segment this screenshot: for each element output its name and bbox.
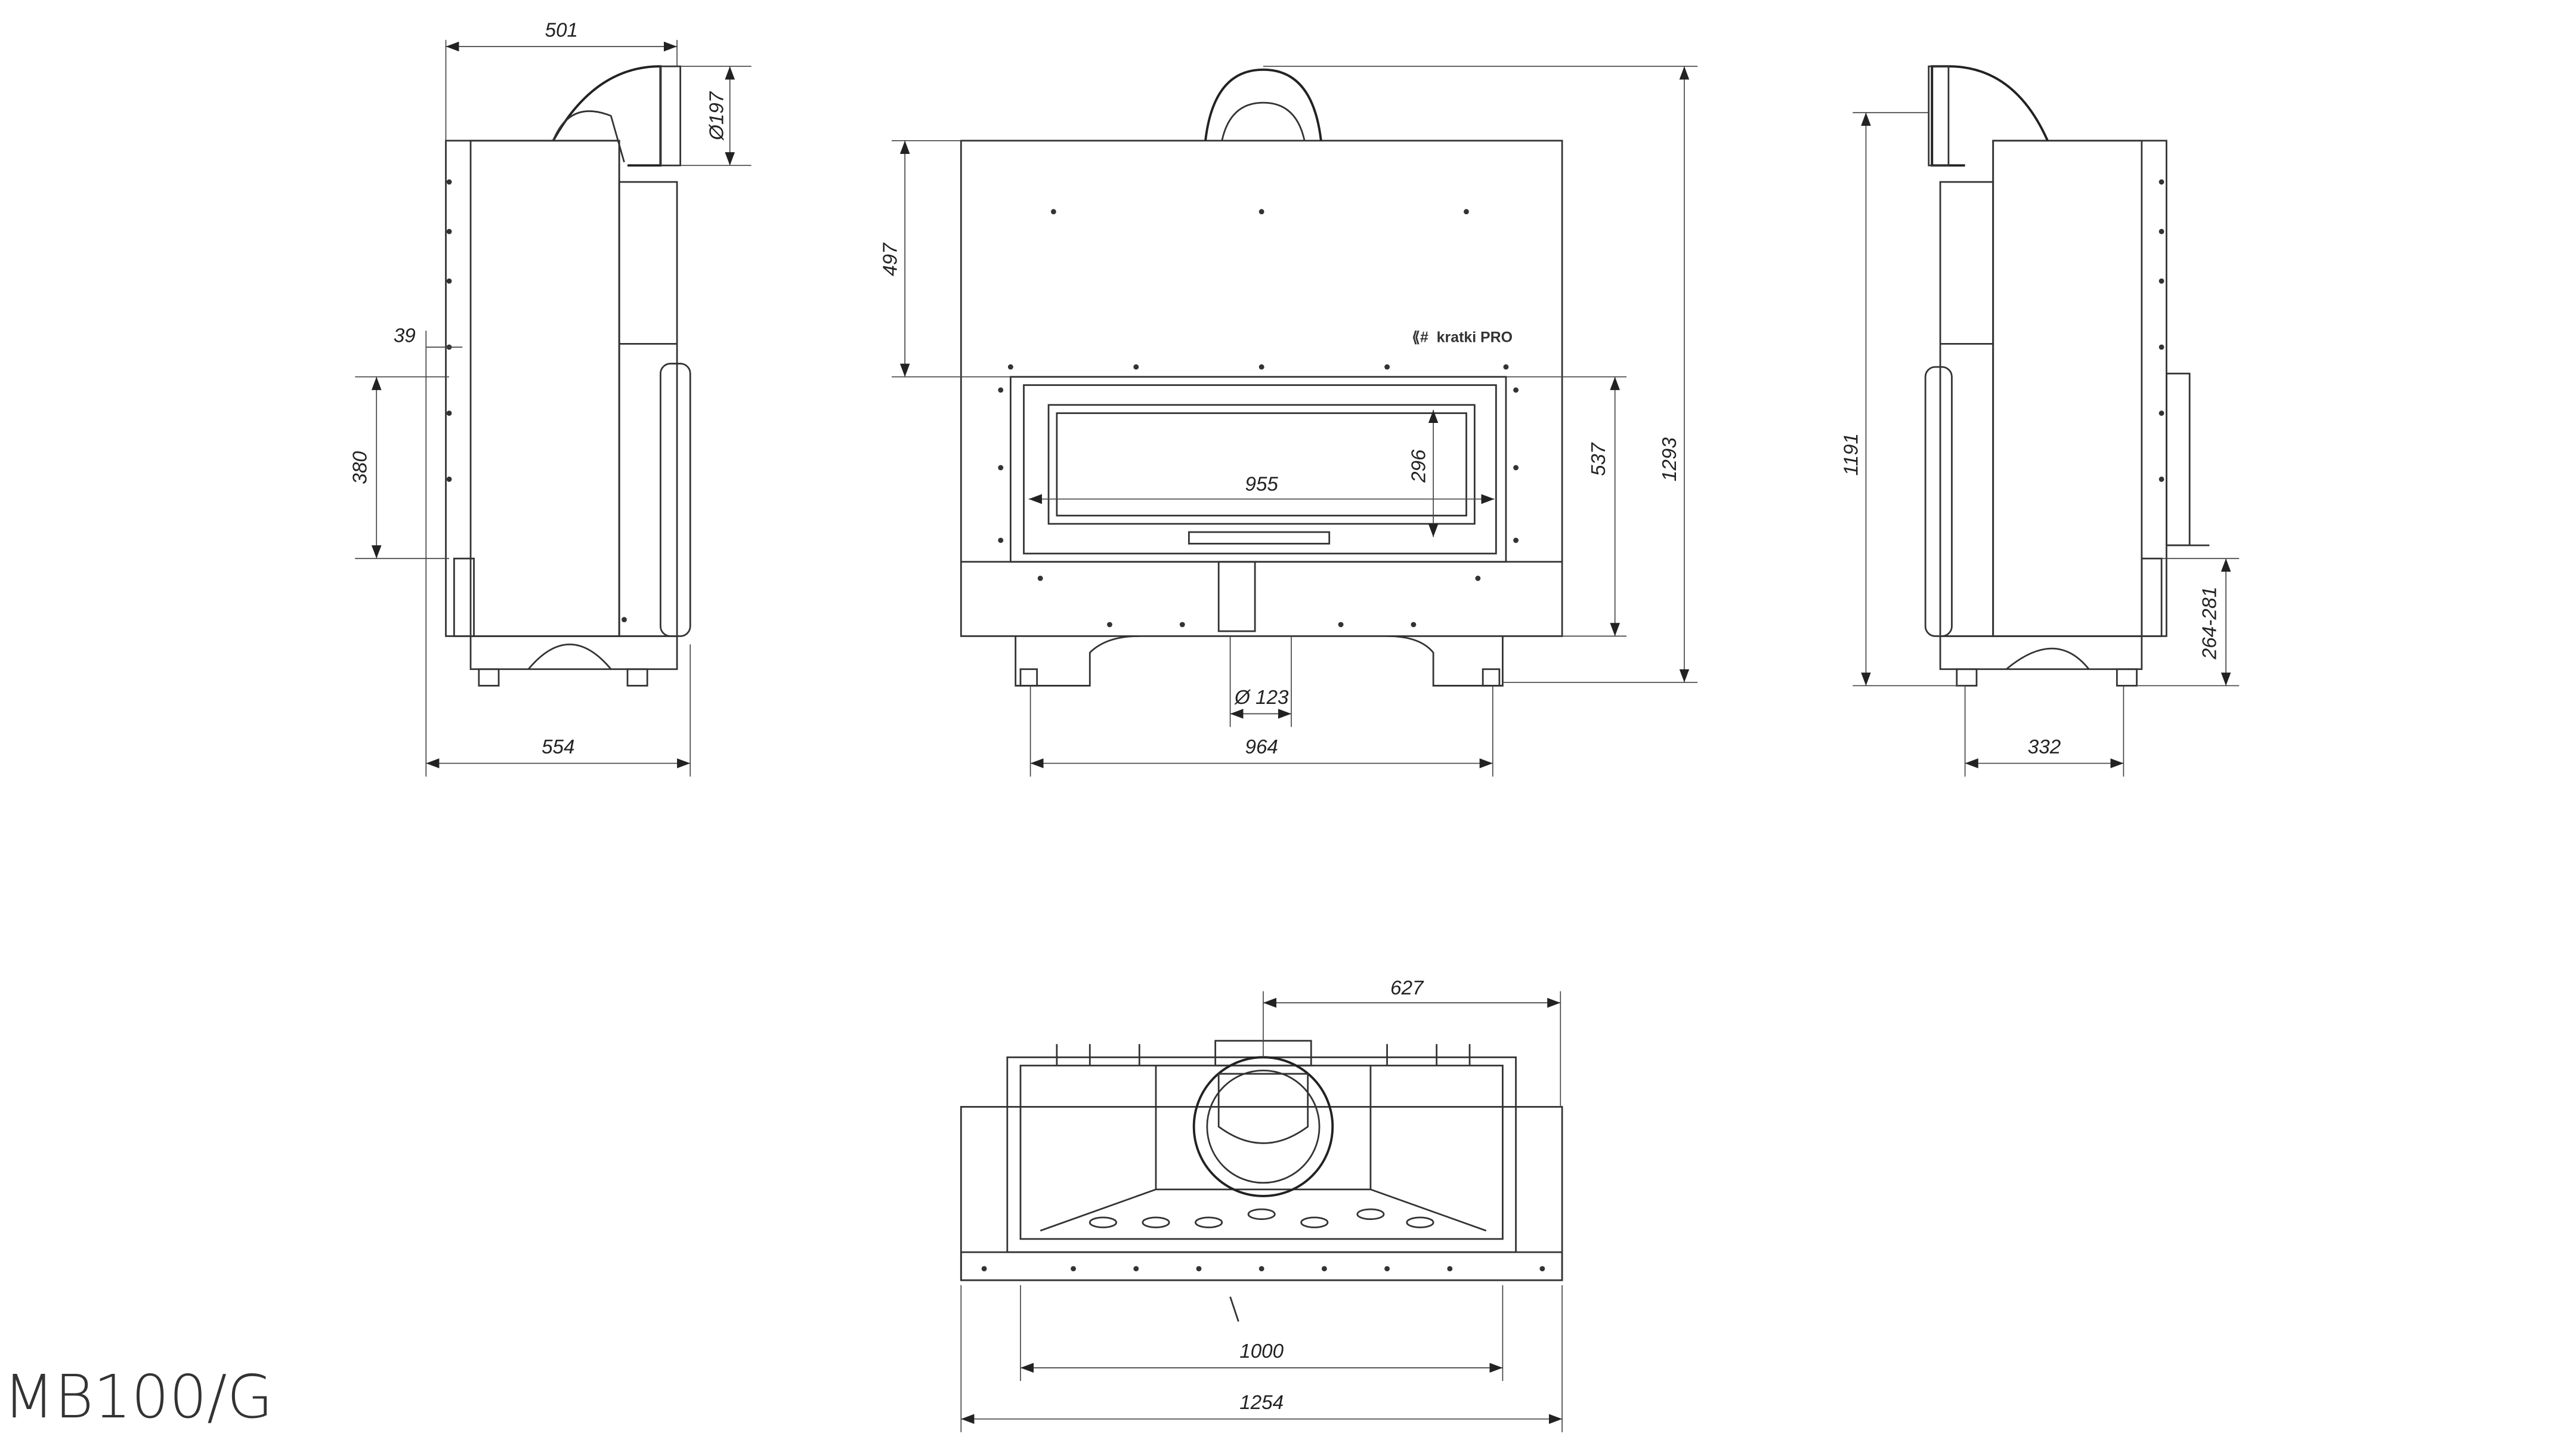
svg-text:⟪#: ⟪#: [1412, 329, 1428, 346]
top-view: 627 1000 1254: [960, 977, 1563, 1432]
dim-glass-width: 955: [1245, 474, 1278, 496]
dim-base-width: 964: [1245, 736, 1278, 758]
svg-text:kratki PRO: kratki PRO: [1437, 329, 1513, 346]
dim-height-380: 380: [350, 451, 372, 484]
dim-height-1191: 1191: [1841, 433, 1863, 475]
dim-air-inlet-diameter: Ø 123: [1234, 687, 1289, 709]
dim-total-height: 1293: [1659, 437, 1681, 481]
dim-glass-height: 296: [1408, 449, 1430, 483]
dim-leg-width: 332: [2028, 736, 2061, 758]
dim-top-width: 501: [545, 19, 578, 41]
right-side-view: 1191 264-281 332: [1841, 65, 2240, 777]
dim-top-height: 497: [879, 242, 901, 276]
dim-offset: 39: [394, 325, 416, 347]
dim-total-width: 1254: [1239, 1392, 1284, 1414]
dim-depth: 554: [542, 736, 574, 758]
dim-flue-offset: 627: [1390, 977, 1424, 999]
dim-leg-range: 264-281: [2198, 586, 2221, 660]
left-side-view: 501 Ø197 39 380 554: [350, 19, 752, 777]
dim-flue-diameter: Ø197: [706, 91, 728, 141]
model-title: MB100/G: [4, 1362, 273, 1432]
dim-inner-width: 1000: [1239, 1340, 1284, 1363]
brand-logo: ⟪# kratki PRO: [1412, 329, 1513, 346]
dim-door-height: 537: [1588, 442, 1610, 476]
front-view: ⟪# kratki PRO 497 955 296 537 1293 Ø 123…: [879, 66, 1698, 777]
